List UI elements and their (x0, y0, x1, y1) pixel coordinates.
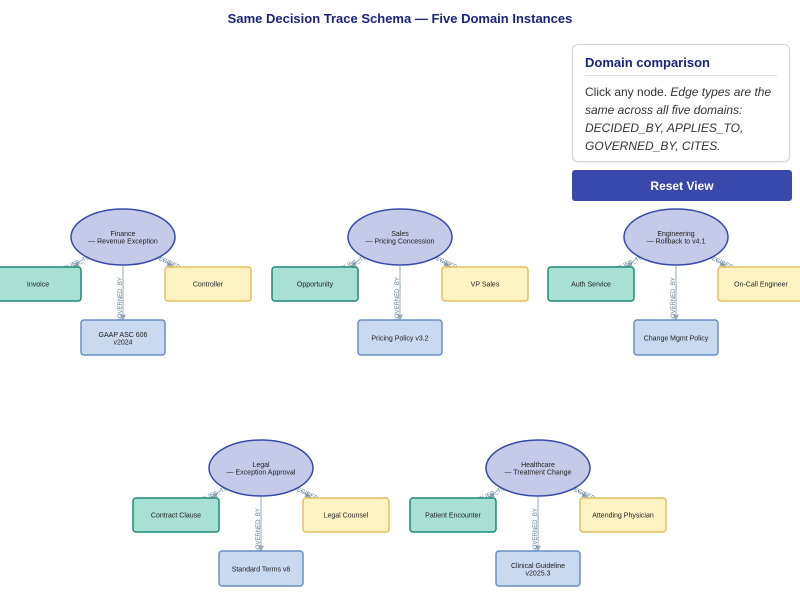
engineering-decision-label-line: — Rollback to v4.1 (647, 238, 706, 245)
applies-to-edge (488, 489, 499, 499)
reset-view-button[interactable]: Reset View (572, 170, 792, 201)
decided-by-edge (162, 258, 173, 268)
finance-person-label-line: Controller (193, 282, 224, 289)
decision-ellipse (347, 208, 453, 266)
panel-note: Edge types are the same across all five … (585, 85, 772, 153)
person-box (579, 497, 667, 533)
finance-entity-label-line: Invoice (27, 282, 49, 289)
person-box (302, 497, 390, 533)
governed-by-label: GOVERNED_BY (256, 508, 262, 554)
healthcare-decision-node[interactable]: Healthcare— Treatment Change (485, 439, 591, 497)
sales-decision-node[interactable]: Sales— Pricing Concession (347, 208, 453, 266)
healthcare-entity-node[interactable]: Patient Encounter (409, 497, 497, 533)
sales-entity-node[interactable]: Opportunity (271, 266, 359, 302)
legal-person-label-line: Legal Counsel (324, 513, 369, 520)
entity-box (271, 266, 359, 302)
healthcare-person-node[interactable]: Attending Physician (579, 497, 667, 533)
decided-by-edge (300, 489, 311, 499)
engineering-entity-label-line: Auth Service (571, 282, 611, 289)
finance-decision-label-line: Finance (111, 231, 136, 238)
engineering-policy-label-line: Change Mgmt Policy (644, 336, 709, 343)
governed-by-label: GOVERNED_BY (533, 508, 539, 554)
decided-by-edge (577, 489, 588, 499)
sales-policy-node[interactable]: Pricing Policy v3.2 (357, 319, 443, 356)
finance-entity-node[interactable]: Invoice (0, 266, 82, 302)
healthcare-entity-label-line: Patient Encounter (425, 513, 481, 520)
entity-box (409, 497, 497, 533)
applies-to-edge (626, 258, 637, 268)
decision-ellipse (623, 208, 729, 266)
page-title: Same Decision Trace Schema — Five Domain… (227, 11, 573, 26)
sales-decision-label-line: — Pricing Concession (366, 238, 435, 245)
policy-box (80, 319, 166, 356)
person-box (164, 266, 252, 302)
governed-by-label: GOVERNED_BY (118, 277, 124, 323)
engineering-decision-label-line: Engineering (657, 231, 694, 238)
entity-box (0, 266, 82, 302)
applies-to-edge (211, 489, 222, 499)
governed-by-label: GOVERNED_BY (395, 277, 401, 323)
sales-person-node[interactable]: VP Sales (441, 266, 529, 302)
person-box (717, 266, 800, 302)
applies-to-edge (350, 258, 361, 268)
entity-box (132, 497, 220, 533)
engineering-entity-node[interactable]: Auth Service (547, 266, 635, 302)
applies-to-edge (73, 258, 84, 268)
legal-policy-node[interactable]: Standard Terms v8 (218, 550, 304, 587)
panel-intro: Click any node. (585, 85, 671, 99)
finance-decision-node[interactable]: Finance— Revenue Exception (70, 208, 176, 266)
entity-box (547, 266, 635, 302)
policy-box (218, 550, 304, 587)
panel-title: Domain comparison (585, 55, 777, 76)
healthcare-decision-label-line: — Treatment Change (505, 469, 572, 476)
sales-entity-label-line: Opportunity (297, 282, 334, 289)
panel-body: Click any node. Edge types are the same … (585, 83, 777, 155)
legal-decision-label-line: — Exception Approval (227, 469, 296, 476)
policy-box (633, 319, 719, 356)
person-box (441, 266, 529, 302)
legal-decision-label-line: Legal (252, 462, 270, 469)
finance-policy-label-line: GAAP ASC 606 (99, 332, 148, 339)
finance-person-node[interactable]: Controller (164, 266, 252, 302)
legal-policy-label-line: Standard Terms v8 (232, 567, 291, 574)
policy-box (357, 319, 443, 356)
decided-by-edge (715, 258, 726, 268)
healthcare-person-label-line: Attending Physician (592, 513, 654, 520)
decision-ellipse (70, 208, 176, 266)
engineering-person-label-line: On-Call Engineer (734, 282, 788, 289)
finance-decision-label-line: — Revenue Exception (88, 238, 158, 245)
domain-comparison-panel: Domain comparison Click any node. Edge t… (572, 44, 790, 162)
decision-ellipse (485, 439, 591, 497)
legal-entity-node[interactable]: Contract Clause (132, 497, 220, 533)
sales-decision-label-line: Sales (391, 231, 409, 238)
healthcare-policy-label-line: Clinical Guideline (511, 563, 565, 570)
healthcare-decision-label-line: Healthcare (521, 462, 555, 469)
governed-by-label: GOVERNED_BY (671, 277, 677, 323)
sales-person-label-line: VP Sales (471, 282, 500, 289)
healthcare-policy-label-line: v2025.3 (526, 570, 551, 577)
legal-decision-node[interactable]: Legal— Exception Approval (208, 439, 314, 497)
legal-person-node[interactable]: Legal Counsel (302, 497, 390, 533)
legal-entity-label-line: Contract Clause (151, 513, 201, 520)
engineering-policy-node[interactable]: Change Mgmt Policy (633, 319, 719, 356)
policy-box (495, 550, 581, 587)
decided-by-edge (439, 258, 450, 268)
sales-policy-label-line: Pricing Policy v3.2 (371, 336, 428, 343)
finance-policy-label-line: v2024 (113, 339, 132, 346)
engineering-person-node[interactable]: On-Call Engineer (717, 266, 800, 302)
engineering-decision-node[interactable]: Engineering— Rollback to v4.1 (623, 208, 729, 266)
decision-ellipse (208, 439, 314, 497)
